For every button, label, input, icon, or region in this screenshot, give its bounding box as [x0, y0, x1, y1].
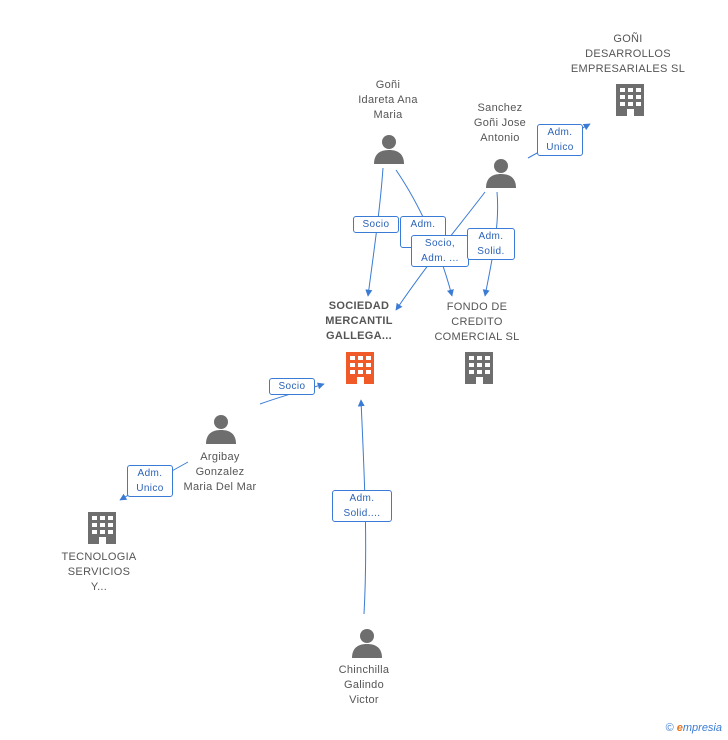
- node-sanchez-label[interactable]: Sanchez Goñi Jose Antonio: [452, 101, 548, 146]
- relation-badge-socio[interactable]: Socio: [269, 378, 315, 395]
- label-line: FONDO DE: [446, 301, 508, 313]
- person-icon: [374, 135, 404, 164]
- label-line: Argibay: [200, 451, 240, 463]
- node-goni-idareta-label[interactable]: Goñi Idareta Ana Maria: [340, 78, 436, 123]
- label-line: TECNOLOGIA: [61, 551, 137, 563]
- relation-badge-adm-solid[interactable]: Adm. Solid....: [332, 490, 392, 522]
- label-line: Victor: [349, 694, 379, 706]
- label-line: GOÑI: [613, 33, 643, 45]
- node-chinchilla-label[interactable]: Chinchilla Galindo Victor: [318, 663, 410, 708]
- label-line: Gonzalez: [195, 466, 245, 478]
- label-line: COMERCIAL SL: [434, 331, 520, 343]
- building-icon: [465, 352, 493, 384]
- relation-line: Adm.: [410, 219, 436, 230]
- label-line: CREDITO: [451, 316, 503, 328]
- label-line: Maria Del Mar: [183, 481, 257, 493]
- relation-line: Unico: [546, 142, 574, 153]
- person-icon: [206, 415, 236, 444]
- building-icon: [616, 84, 644, 116]
- label-line: MERCANTIL: [325, 315, 393, 327]
- copyright-symbol: ©: [665, 722, 674, 734]
- relation-line: Adm. ...: [421, 253, 459, 264]
- relation-line: Adm.: [547, 127, 573, 138]
- building-icon: [346, 352, 374, 384]
- label-line: SERVICIOS: [67, 566, 131, 578]
- relation-line: Adm.: [478, 231, 504, 242]
- relation-line: Socio: [362, 219, 390, 230]
- building-icon: [88, 512, 116, 544]
- relation-line: Adm.: [349, 493, 375, 504]
- label-line: Antonio: [480, 132, 520, 144]
- relation-line: Adm.: [137, 468, 163, 479]
- label-line: Sanchez: [477, 102, 523, 114]
- relation-badge-socio-adm[interactable]: Socio, Adm. ...: [411, 235, 469, 267]
- brand-name: mpresia: [682, 722, 722, 734]
- relation-badge-adm-unico[interactable]: Adm. Unico: [537, 124, 583, 156]
- label-line: Goñi: [375, 79, 401, 91]
- brand-initial: e: [676, 722, 683, 734]
- brand-footer[interactable]: © empresia: [666, 722, 722, 734]
- label-line: SOCIEDAD: [328, 300, 390, 312]
- relation-line: Solid.: [477, 246, 505, 257]
- label-line: GALLEGA...: [326, 330, 392, 342]
- relation-line: Unico: [136, 483, 164, 494]
- label-line: DESARROLLOS: [585, 48, 671, 60]
- relation-line: Socio,: [424, 238, 456, 249]
- node-argibay-label[interactable]: Argibay Gonzalez Maria Del Mar: [168, 450, 272, 495]
- relation-badge-socio[interactable]: Socio: [353, 216, 399, 233]
- label-line: Y...: [90, 581, 108, 593]
- label-line: Goñi Jose: [473, 117, 527, 129]
- label-line: Idareta Ana: [358, 94, 418, 106]
- person-icon: [352, 629, 382, 658]
- label-line: EMPRESARIALES SL: [570, 63, 686, 75]
- node-fondo-label[interactable]: FONDO DE CREDITO COMERCIAL SL: [424, 300, 530, 345]
- relation-line: Socio: [278, 381, 306, 392]
- person-icon: [486, 159, 516, 188]
- node-gonidesa-label[interactable]: GOÑI DESARROLLOS EMPRESARIALES SL: [566, 32, 690, 77]
- label-line: Chinchilla: [338, 664, 390, 676]
- label-line: Galindo: [343, 679, 384, 691]
- label-line: Maria: [373, 109, 403, 121]
- relation-line: Solid....: [343, 508, 381, 519]
- relation-badge-adm-solid[interactable]: Adm. Solid.: [467, 228, 515, 260]
- relation-badge-adm-unico[interactable]: Adm. Unico: [127, 465, 173, 497]
- node-sociedad-label[interactable]: SOCIEDAD MERCANTIL GALLEGA...: [310, 299, 408, 344]
- node-tecnologia-label[interactable]: TECNOLOGIA SERVICIOS Y...: [50, 550, 148, 595]
